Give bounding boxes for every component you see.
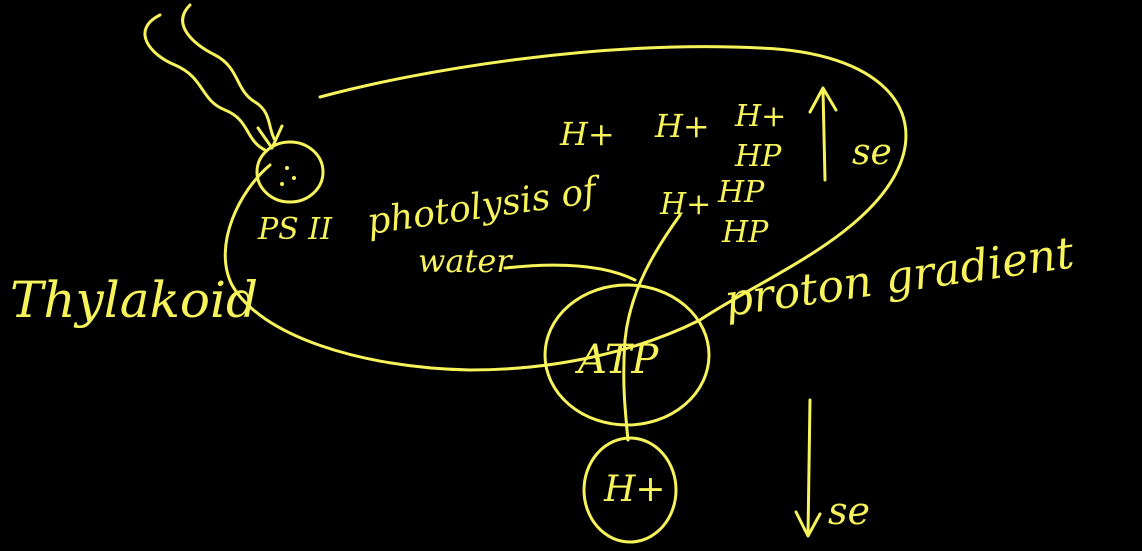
se-label: se (852, 135, 892, 171)
h-plus-label: H+ (660, 190, 711, 220)
se-label: se (828, 492, 870, 530)
ps2-dot (280, 182, 284, 186)
water-label: water (418, 245, 512, 277)
atp-label: ATP (578, 340, 658, 380)
hp-label: HP (735, 142, 781, 172)
h-plus-label: H+ (655, 110, 710, 142)
down-arrow (808, 400, 810, 535)
up-arrow (823, 90, 825, 180)
h-plus-label: H+ (560, 118, 615, 150)
ps2-label: PS II (258, 215, 332, 245)
thylakoid-label: Thylakoid (10, 275, 258, 325)
ps2-dot (292, 176, 296, 180)
hp-label: HP (718, 178, 764, 208)
h-plus-label: H+ (604, 472, 666, 508)
ps2-dot (285, 166, 289, 170)
h-plus-label: H+ (735, 102, 786, 132)
hp-label: HP (722, 218, 768, 248)
